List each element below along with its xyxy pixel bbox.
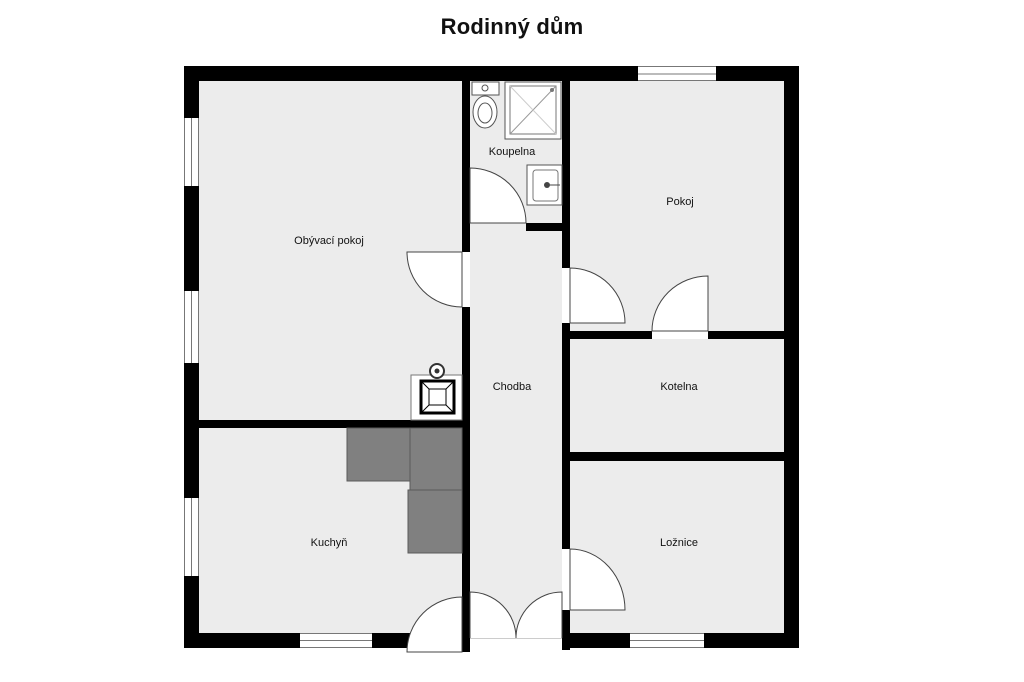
door-pokoj[interactable]: [569, 267, 626, 324]
room-label-loznice: Ložnice: [660, 537, 698, 549]
entrance-door-left[interactable]: [469, 591, 517, 639]
stove-icon: [410, 363, 463, 421]
room-label-chodba: Chodba: [493, 381, 532, 393]
door-swings: [406, 167, 709, 653]
door-living-room[interactable]: [406, 251, 463, 308]
window-left-kitchen: [184, 498, 199, 576]
floors: [199, 81, 784, 638]
window-left-living-1: [184, 118, 199, 186]
room-label-obyvaci-pokoj: Obývací pokoj: [294, 235, 364, 247]
room-label-kuchyn: Kuchyň: [311, 537, 348, 549]
room-label-koupelna: Koupelna: [489, 146, 536, 158]
window-left-living-2: [184, 291, 199, 363]
shower-icon: [504, 81, 562, 140]
window-bottom-kitchen: [300, 633, 372, 648]
window-bottom-loznice: [630, 633, 704, 648]
entrance-door-right[interactable]: [515, 591, 563, 639]
door-kotelna[interactable]: [651, 275, 709, 332]
windows: [184, 66, 716, 648]
toilet-icon: [471, 81, 500, 129]
room-label-kotelna: Kotelna: [660, 381, 698, 393]
room-label-pokoj: Pokoj: [666, 196, 694, 208]
door-loznice[interactable]: [569, 548, 626, 611]
plan-title: Rodinný dům: [440, 14, 584, 39]
kitchen-counter: [346, 427, 463, 554]
door-bathroom[interactable]: [469, 167, 527, 224]
sink-icon: [526, 164, 563, 206]
door-kitchen[interactable]: [406, 596, 463, 653]
window-top-pokoj: [638, 66, 716, 81]
room-labels: Obývací pokoj Koupelna Pokoj Chodba Kote…: [294, 146, 698, 549]
